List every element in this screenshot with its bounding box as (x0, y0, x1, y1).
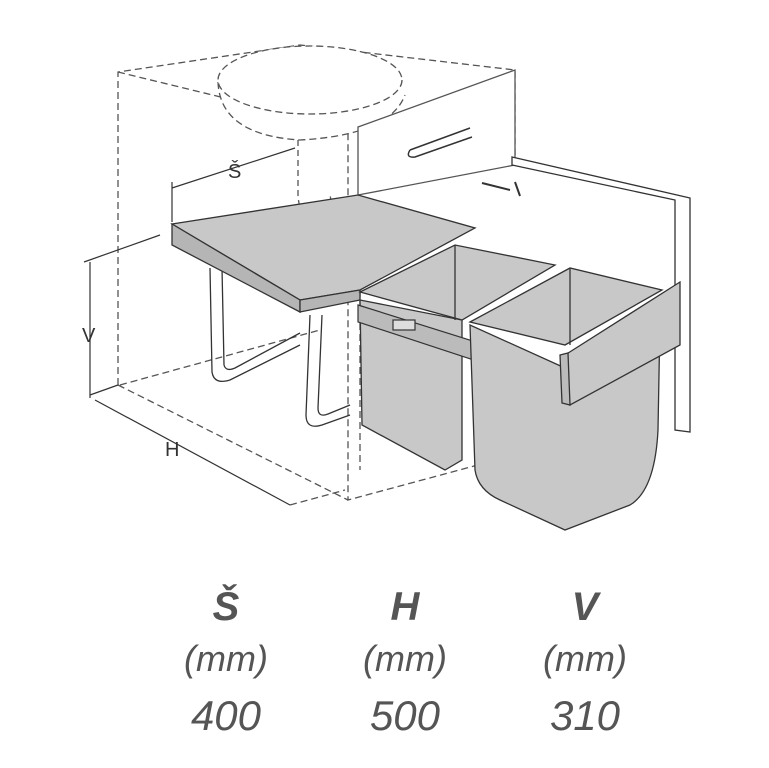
spec-unit-width: (mm) (184, 638, 268, 679)
frame-legs (209, 267, 351, 427)
dimension-label-s: Š (228, 160, 241, 183)
drawer-front (357, 69, 516, 196)
sink (217, 45, 406, 223)
dimension-label-h: H (165, 439, 179, 461)
spec-unit-depth: (mm) (363, 638, 447, 679)
spec-value-width: 400 (190, 692, 262, 739)
spec-symbol-height: V (571, 585, 599, 629)
front-panel (559, 280, 681, 407)
cover-plate (170, 194, 477, 314)
spec-symbol-depth: H (390, 585, 420, 629)
dimension-lines (83, 147, 296, 506)
spec-unit-height: (mm) (543, 638, 627, 679)
spec-symbol-width: Š (212, 585, 240, 629)
spec-value-height: 310 (549, 692, 621, 739)
spec-value-depth: 500 (369, 692, 441, 739)
drawer-handle-icon (407, 127, 473, 158)
dimension-label-v: V (82, 325, 96, 347)
open-door (481, 156, 691, 433)
